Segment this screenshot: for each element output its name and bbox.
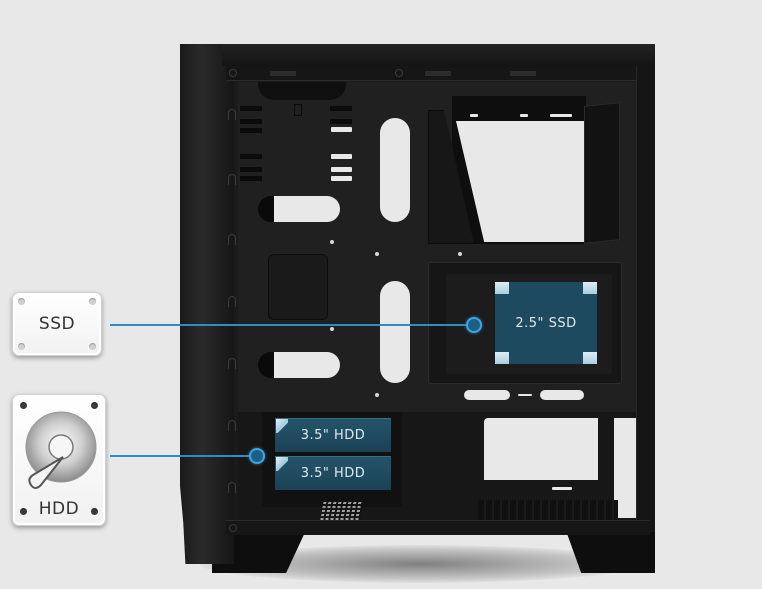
rear-window-bottom bbox=[614, 418, 636, 518]
screw-icon bbox=[229, 524, 237, 532]
clip-slot bbox=[470, 114, 478, 117]
rail-slot bbox=[425, 71, 451, 76]
cable-hook-icon bbox=[228, 109, 236, 120]
vent-slot bbox=[240, 128, 262, 133]
hdd-platter-icon bbox=[25, 411, 97, 489]
psu-vent-grille bbox=[478, 500, 618, 520]
hdd-sled-label: 3.5" HDD bbox=[300, 428, 366, 443]
standoff-dot bbox=[330, 327, 334, 331]
ssd-legend-badge: SSD bbox=[12, 292, 102, 356]
screw-icon bbox=[18, 343, 25, 350]
clip-slot bbox=[520, 114, 528, 117]
clip-slot bbox=[518, 394, 532, 396]
clip-slot bbox=[552, 487, 572, 490]
screw-icon bbox=[89, 298, 96, 305]
hdd-sled: 3.5" HDD bbox=[275, 418, 391, 452]
cable-hook-icon bbox=[228, 296, 236, 307]
hdd-sled-label: 3.5" HDD bbox=[300, 466, 366, 481]
grommet bbox=[258, 352, 274, 378]
screw-icon bbox=[91, 402, 98, 409]
screw-icon bbox=[91, 508, 98, 515]
standoff-dot bbox=[330, 240, 334, 244]
clip-slot bbox=[550, 114, 572, 117]
case-foot-right bbox=[565, 528, 655, 573]
cutout-slot bbox=[331, 154, 352, 159]
case-rear-rail bbox=[636, 66, 655, 532]
cable-cutout bbox=[540, 390, 584, 400]
vent-slot bbox=[240, 106, 262, 111]
hdd-legend-badge: HDD bbox=[12, 394, 106, 526]
cutout-slot bbox=[331, 127, 352, 132]
screw-icon bbox=[89, 343, 96, 350]
vent-slot bbox=[330, 106, 352, 111]
grommet bbox=[258, 196, 274, 222]
cable-hook-icon bbox=[228, 174, 236, 185]
standoff-dot bbox=[375, 252, 379, 256]
vent-slot bbox=[240, 167, 262, 172]
cutout-slot bbox=[331, 176, 352, 181]
screw-icon bbox=[395, 69, 403, 77]
screw-icon bbox=[18, 298, 25, 305]
cpu-cutout-plate bbox=[268, 254, 328, 320]
cable-hook-icon bbox=[228, 234, 236, 245]
cable-cutout bbox=[464, 390, 510, 400]
hdd-callout-dot bbox=[249, 448, 265, 464]
cable-routing-hole bbox=[380, 118, 410, 222]
case-front-panel bbox=[180, 44, 234, 564]
ssd-mount-corner bbox=[583, 352, 597, 364]
vent-slot bbox=[240, 176, 262, 181]
sled-handle-icon bbox=[276, 419, 288, 433]
ssd-mount-corner bbox=[583, 282, 597, 294]
hdd-legend-label: HDD bbox=[38, 499, 80, 519]
vent-slot bbox=[240, 154, 262, 159]
case-top-panel bbox=[222, 44, 655, 66]
screw-icon bbox=[20, 402, 27, 409]
cable-hook-icon bbox=[228, 358, 236, 369]
hdd-callout-line bbox=[110, 455, 252, 457]
ssd-mount-corner bbox=[495, 352, 509, 364]
hdd-sled: 3.5" HDD bbox=[275, 456, 391, 490]
screw-icon bbox=[20, 508, 27, 515]
ssd-mount-corner bbox=[495, 282, 509, 294]
cable-routing-hole bbox=[380, 281, 410, 383]
cutout-slot bbox=[331, 167, 352, 172]
ssd-callout-dot bbox=[466, 317, 482, 333]
ssd-drive-label: 2.5" SSD bbox=[515, 315, 577, 331]
vent-slot bbox=[240, 119, 262, 124]
vent-slot bbox=[330, 119, 352, 124]
rear-fan-icon bbox=[584, 102, 620, 244]
bottom-vent-mesh bbox=[320, 500, 364, 520]
tab-slot bbox=[294, 104, 302, 116]
ssd-legend-label: SSD bbox=[38, 314, 76, 334]
screw-icon bbox=[229, 69, 237, 77]
psu-window bbox=[484, 418, 598, 480]
cable-hook-icon bbox=[228, 482, 236, 493]
standoff-dot bbox=[375, 393, 379, 397]
cable-hook-icon bbox=[228, 420, 236, 431]
rail-slot bbox=[270, 71, 296, 76]
rail-slot bbox=[510, 71, 536, 76]
ssd-drive: 2.5" SSD bbox=[495, 282, 597, 364]
case-bottom-rail bbox=[226, 520, 650, 535]
top-recess bbox=[258, 82, 346, 100]
standoff-dot bbox=[458, 252, 462, 256]
sled-handle-icon bbox=[276, 457, 288, 471]
ssd-callout-line bbox=[110, 324, 468, 326]
